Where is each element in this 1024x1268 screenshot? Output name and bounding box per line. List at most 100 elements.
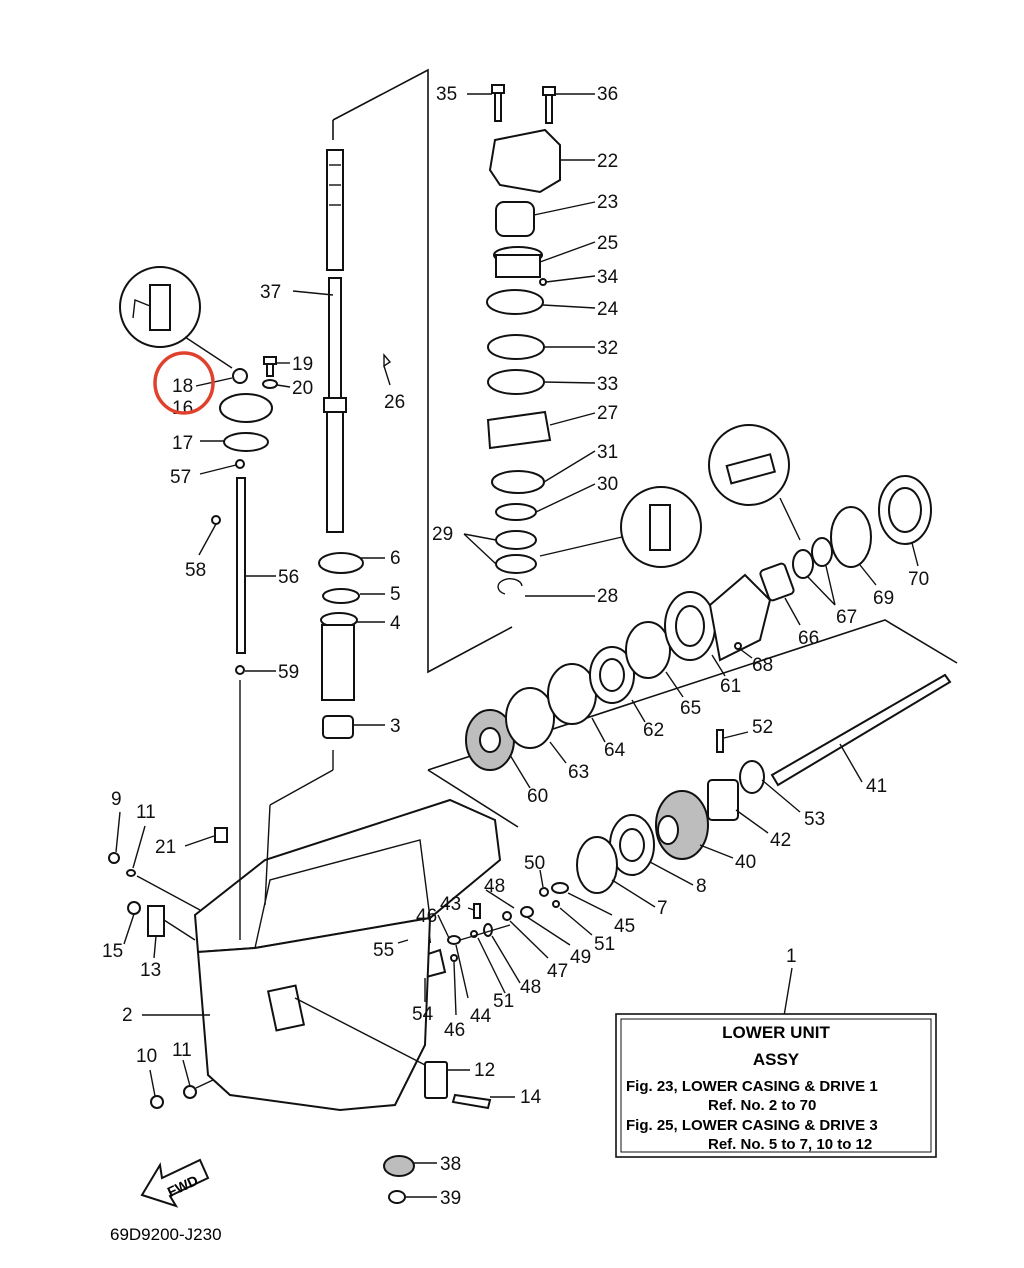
gasket-33 <box>487 369 545 395</box>
callout-48a: 48 <box>484 876 505 897</box>
callout-5: 5 <box>390 584 401 605</box>
screw-10 <box>150 1095 164 1109</box>
callout-11b: 11 <box>172 1040 192 1061</box>
info-ref-1: Fig. 23, LOWER CASING & DRIVE 1 <box>626 1078 878 1095</box>
info-ref-2: Fig. 25, LOWER CASING & DRIVE 3 <box>626 1117 878 1134</box>
ball-49 <box>502 911 512 921</box>
callout-3: 3 <box>390 716 401 737</box>
callout-32: 32 <box>597 338 618 359</box>
circlip-59 <box>235 665 245 675</box>
callout-4: 4 <box>390 613 401 634</box>
shim-63 <box>505 687 555 749</box>
callout-59: 59 <box>278 662 299 683</box>
propeller-shaft-housing-61 <box>664 573 772 662</box>
callout-42: 42 <box>770 830 791 851</box>
callout-25: 25 <box>597 233 618 254</box>
callout-9: 9 <box>111 789 122 810</box>
info-subtitle: ASSY <box>753 1050 800 1069</box>
bearing-6 <box>318 552 364 574</box>
info-ref-1-range: Ref. No. 2 to 70 <box>708 1097 816 1114</box>
callout-64: 64 <box>604 740 626 761</box>
callout-46b: 46 <box>444 1020 465 1041</box>
detail-oil-seal <box>119 266 233 369</box>
callout-37: 37 <box>260 282 281 303</box>
washer-20 <box>262 379 278 389</box>
callout-15: 15 <box>102 941 123 962</box>
seal-67b <box>811 537 833 567</box>
leader-lines <box>115 93 919 1198</box>
callout-24: 24 <box>597 299 619 320</box>
bolt-35 <box>491 84 505 122</box>
callout-56: 56 <box>278 567 299 588</box>
plunger-48a <box>520 906 534 918</box>
oring-30 <box>495 503 537 521</box>
bolt-14 <box>451 1093 492 1110</box>
callout-51b: 51 <box>493 991 514 1012</box>
dog-clutch-42 <box>707 779 739 821</box>
fwd-arrow-icon: FWD <box>140 1158 210 1208</box>
pump-case-27 <box>486 410 552 450</box>
callout-60: 60 <box>527 786 548 807</box>
gasket-11a <box>126 869 136 877</box>
callout-33: 33 <box>597 374 618 395</box>
callout-61: 61 <box>720 676 741 697</box>
callout-30: 30 <box>597 474 618 495</box>
callout-43: 43 <box>440 894 461 915</box>
callout-6: 6 <box>390 548 401 569</box>
shift-rod-56 <box>236 477 246 654</box>
clip-58 <box>211 515 221 525</box>
propeller-shaft-41 <box>770 673 952 787</box>
callout-23: 23 <box>597 192 618 213</box>
callout-14: 14 <box>520 1087 542 1108</box>
callout-12: 12 <box>474 1060 495 1081</box>
screw-9 <box>108 852 120 864</box>
callout-20: 20 <box>292 378 313 399</box>
diagram-code: 69D9200-J230 <box>110 1225 222 1244</box>
shim-64 <box>547 663 597 725</box>
callout-58: 58 <box>185 560 206 581</box>
seal-29a <box>495 530 537 550</box>
callout-50: 50 <box>524 853 545 874</box>
callout-53: 53 <box>804 809 825 830</box>
callout-38: 38 <box>440 1154 461 1175</box>
callout-40: 40 <box>735 852 756 873</box>
callout-31: 31 <box>597 442 618 463</box>
callout-62: 62 <box>643 720 664 741</box>
gasket-24 <box>486 289 544 315</box>
bolt-36 <box>542 86 556 124</box>
callout-36: 36 <box>597 84 618 105</box>
sleeve-4 <box>320 612 358 701</box>
info-ref-2-range: Ref. No. 5 to 7, 10 to 12 <box>708 1136 872 1153</box>
oring-57 <box>235 459 245 469</box>
callout-10: 10 <box>136 1046 157 1067</box>
callout-13: 13 <box>140 960 161 981</box>
shim-7 <box>576 836 618 894</box>
spring-53 <box>739 760 765 794</box>
seal-29b <box>495 554 537 574</box>
pin-52 <box>716 729 724 753</box>
pin-46 <box>450 954 458 962</box>
callout-1: 1 <box>786 946 797 967</box>
callout-41: 41 <box>866 776 887 797</box>
callout-69: 69 <box>873 588 894 609</box>
gasket-31 <box>491 470 545 494</box>
key-34 <box>539 278 547 286</box>
callout-45: 45 <box>614 916 635 937</box>
bearing-8 <box>609 814 655 876</box>
callout-16: 16 <box>172 398 193 419</box>
detail-seal-29 <box>539 486 702 568</box>
gasket-11b <box>183 1085 197 1099</box>
oil-seal-18 <box>232 368 248 384</box>
anode-13 <box>147 905 165 937</box>
pin-43 <box>473 903 481 919</box>
callout-17: 17 <box>172 433 193 454</box>
callout-65: 65 <box>680 698 701 719</box>
callout-47: 47 <box>547 961 568 982</box>
callout-51a: 51 <box>594 934 615 955</box>
info-box: LOWER UNIT ASSY Fig. 23, LOWER CASING & … <box>615 1013 937 1158</box>
callout-19: 19 <box>292 354 313 375</box>
pinion-38 <box>383 1155 415 1177</box>
nut-39 <box>388 1190 406 1204</box>
bearing-62 <box>589 646 635 704</box>
